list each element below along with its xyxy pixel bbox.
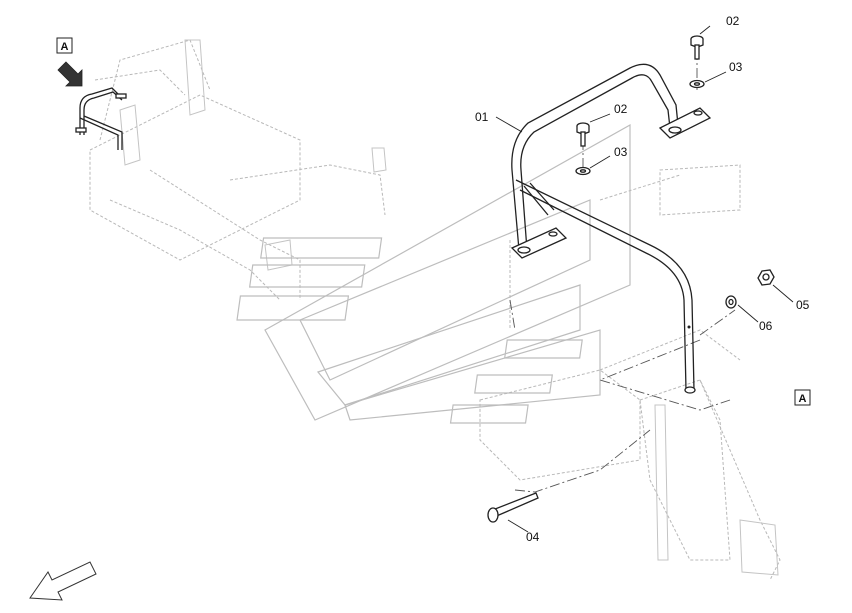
- washer-03-lower-icon: [575, 166, 591, 176]
- bolt-02-upper-icon: [690, 35, 704, 60]
- overview-handle: [75, 87, 127, 150]
- callout-03-lower: 03: [614, 145, 628, 159]
- view-label-box-detail: A: [794, 389, 811, 406]
- callout-02-lower: 02: [614, 102, 628, 116]
- background-machine-left: [89, 39, 387, 301]
- view-label-detail: A: [799, 393, 807, 405]
- washer-06-icon: [725, 295, 737, 309]
- view-label-overview: A: [61, 41, 69, 53]
- background-machine-right: [479, 164, 781, 581]
- view-arrow-icon: [57, 61, 83, 87]
- callout-03-upper: 03: [729, 60, 743, 74]
- callout-01: 01: [475, 110, 489, 124]
- callout-05: 05: [796, 298, 810, 312]
- view-label-box-overview: A: [56, 37, 73, 54]
- nut-05-icon: [757, 269, 775, 286]
- bolt-02-lower-icon: [576, 122, 590, 147]
- callout-02-upper: 02: [726, 14, 740, 28]
- direction-arrow-icon: [29, 561, 97, 601]
- washer-03-upper-icon: [689, 79, 705, 89]
- background-logo: [236, 123, 631, 424]
- callout-leaders: [495, 25, 794, 533]
- callout-04: 04: [526, 530, 540, 544]
- tube-frame-part: [510, 63, 712, 394]
- bolt-04-icon: [487, 492, 539, 523]
- callout-06: 06: [759, 319, 773, 333]
